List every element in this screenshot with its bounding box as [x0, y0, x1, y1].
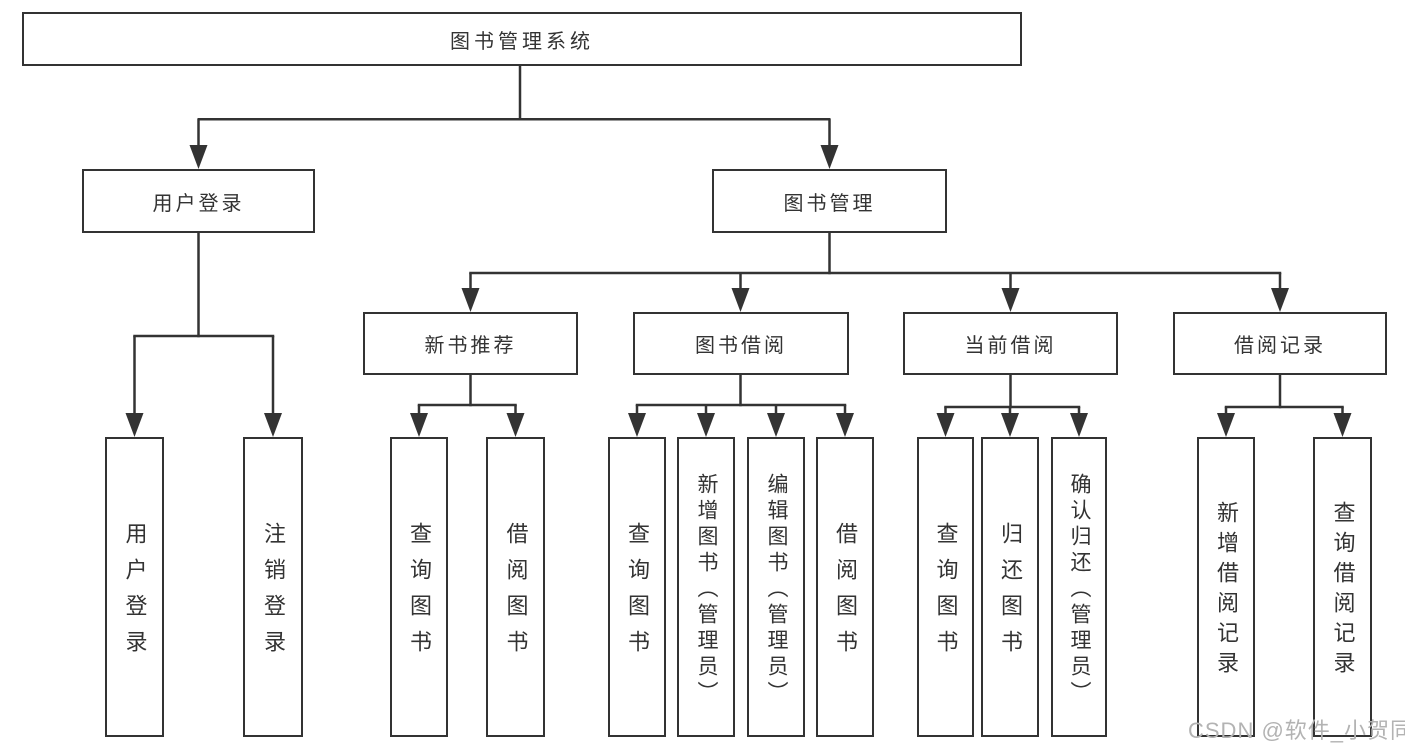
- arrowhead: [836, 413, 854, 437]
- leaf-query-borrow-record: 查询借阅记录: [1313, 437, 1372, 737]
- connector-root-to-level2: [189, 66, 839, 169]
- arrowhead: [1217, 413, 1235, 437]
- arrowhead: [1001, 413, 1019, 437]
- leaf-query-books-current: 查询图书: [917, 437, 974, 737]
- arrowhead: [189, 145, 208, 169]
- node-book-borrow: 图书借阅: [633, 312, 849, 375]
- arrowhead: [125, 413, 144, 437]
- leaf-confirm-return-admin: 确认归还（管理员）: [1051, 437, 1107, 737]
- leaf-add-book-admin: 新增图书（管理员）: [677, 437, 735, 737]
- arrowhead: [628, 413, 646, 437]
- leaf-user-login: 用户登录: [105, 437, 164, 737]
- leaf-edit-book-admin: 编辑图书（管理员）: [747, 437, 805, 737]
- arrowhead: [506, 413, 525, 437]
- node-book-borrow-label: 图书借阅: [695, 335, 787, 357]
- connector-borrowrecords-to-leaves: [1217, 375, 1352, 437]
- node-book-mgmt: 图书管理: [712, 169, 947, 233]
- node-new-books-label: 新书推荐: [424, 335, 517, 357]
- arrowhead: [936, 413, 955, 437]
- arrowhead: [1001, 288, 1020, 312]
- node-user-login: 用户登录: [82, 169, 315, 233]
- leaf-return-book: 归还图书: [981, 437, 1039, 737]
- node-current-borrow: 当前借阅: [903, 312, 1118, 375]
- node-root-label: 图书管理系统: [450, 30, 594, 53]
- arrowhead: [820, 145, 839, 169]
- connector-currentborrow-to-leaves: [936, 375, 1088, 437]
- arrowhead: [1070, 413, 1088, 437]
- connector-bookborrow-to-leaves: [628, 375, 854, 437]
- node-borrow-records: 借阅记录: [1173, 312, 1387, 375]
- arrowhead: [697, 413, 715, 437]
- leaf-logout: 注销登录: [243, 437, 303, 737]
- leaf-query-books-newbooks: 查询图书: [390, 437, 448, 737]
- arrowhead: [1271, 288, 1289, 312]
- watermark: CSDN @软件_小贺同学: [1188, 718, 1405, 743]
- arrowhead: [1333, 413, 1352, 437]
- leaf-add-borrow-record: 新增借阅记录: [1197, 437, 1255, 737]
- node-borrow-records-label: 借阅记录: [1234, 335, 1326, 357]
- leaf-borrow-books-borrow: 借阅图书: [816, 437, 874, 737]
- node-book-mgmt-label: 图书管理: [783, 192, 876, 215]
- node-new-books: 新书推荐: [363, 312, 578, 375]
- arrowhead: [264, 413, 282, 437]
- arrowhead: [461, 288, 480, 312]
- arrowhead: [731, 288, 750, 312]
- node-user-login-label: 用户登录: [152, 192, 245, 215]
- node-current-borrow-label: 当前借阅: [964, 335, 1057, 357]
- leaf-borrow-books-newbooks: 借阅图书: [486, 437, 545, 737]
- connector-newbooks-to-leaves: [410, 375, 525, 437]
- arrowhead: [767, 413, 785, 437]
- node-root: 图书管理系统: [22, 12, 1022, 66]
- leaf-query-books-borrow: 查询图书: [608, 437, 666, 737]
- connector-bookmgmt-to-level3: [461, 233, 1289, 312]
- connector-userlogin-to-leaves: [125, 233, 282, 437]
- arrowhead: [410, 413, 428, 437]
